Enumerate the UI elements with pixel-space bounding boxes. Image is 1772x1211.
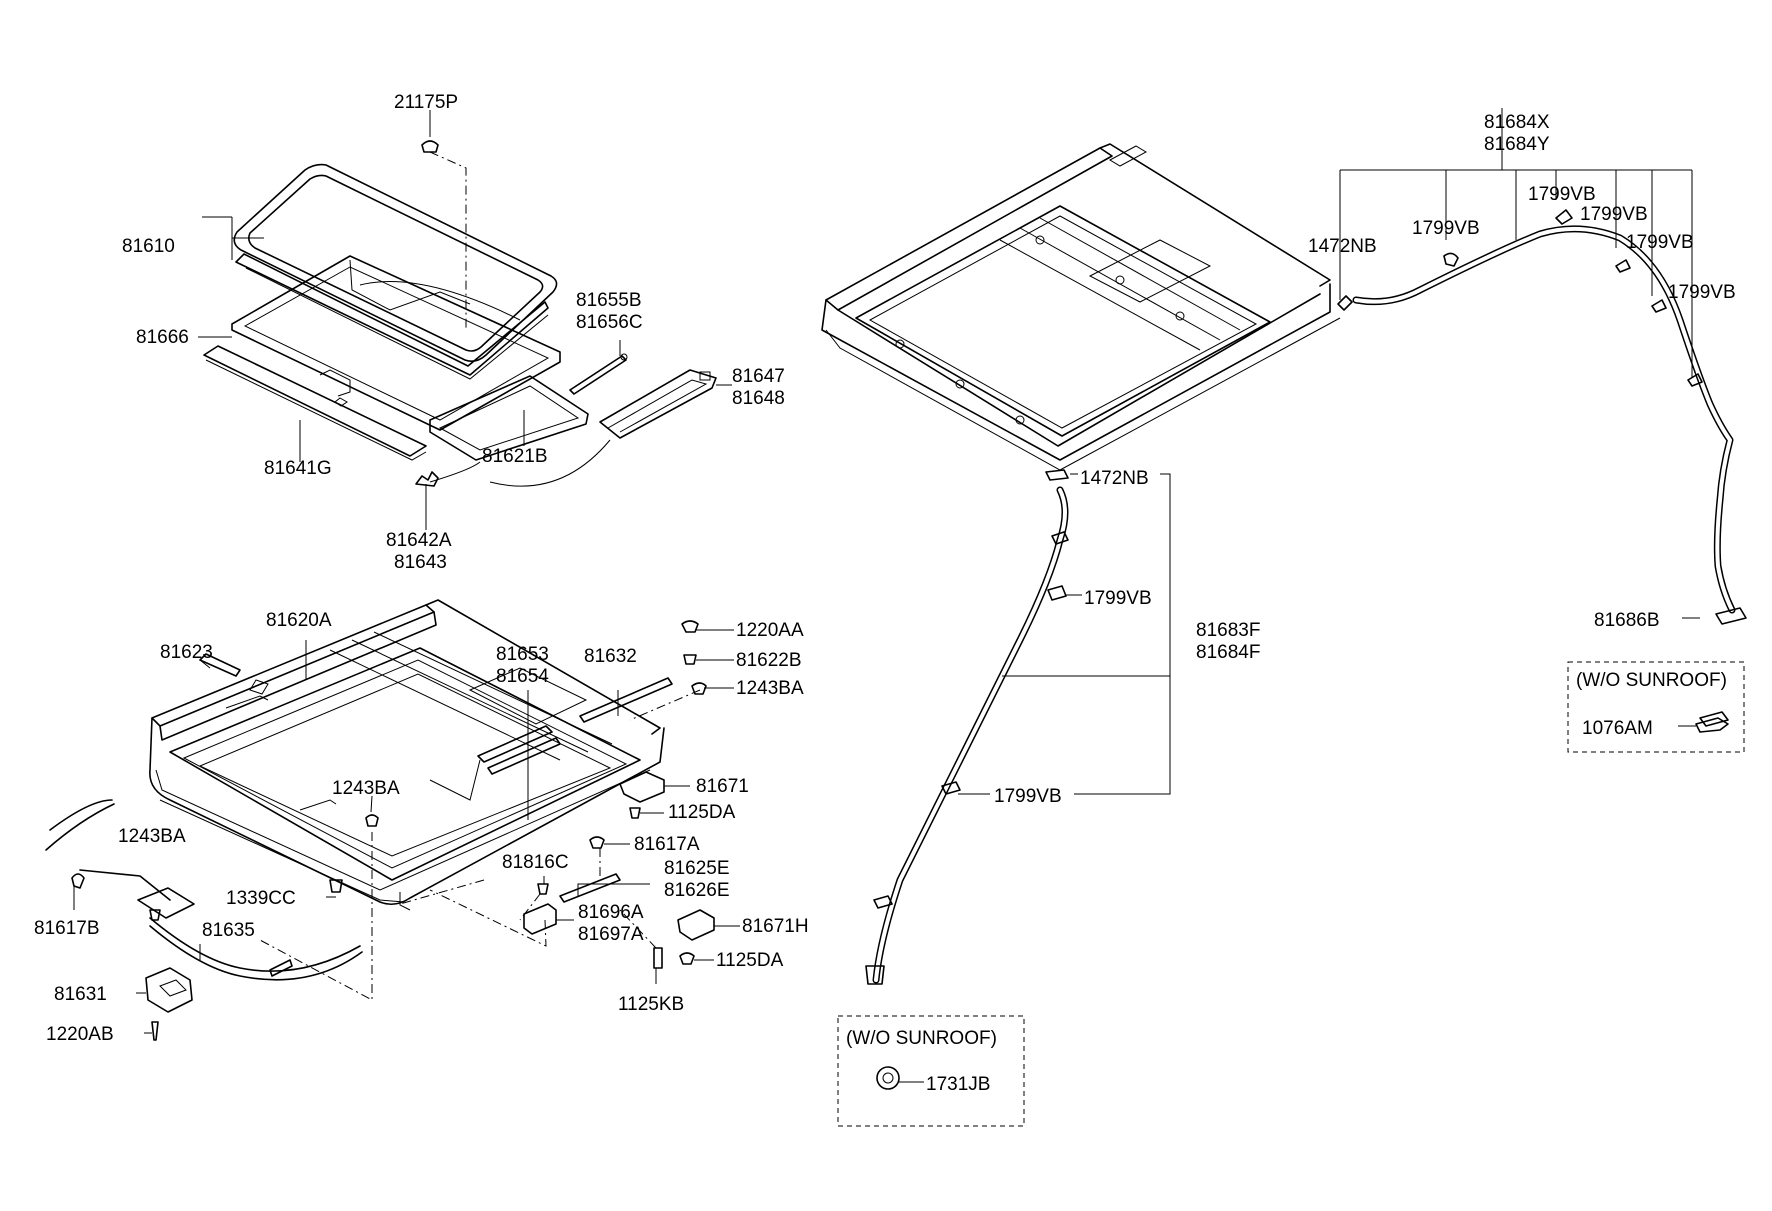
callout-wo-sunroof-bottom: (W/O SUNROOF) [846,1028,997,1049]
callout-1731JB: 1731JB [926,1074,990,1095]
callout-81635: 81635 [202,920,255,941]
callout-1799VB-e: 1799VB [1668,282,1736,303]
callout-81656C: 81656C [576,312,643,333]
wo-sunroof-plug [1695,717,1729,733]
callout-81617A: 81617A [634,834,700,855]
callout-labels: 21175P 81610 81666 81655B 81656C 81647 8… [34,92,1736,1095]
callout-1799VB-f: 1799VB [1084,588,1152,609]
sunroof-glass-assembly [203,140,717,487]
callout-1076AM: 1076AM [1582,718,1653,739]
callout-81641G: 81641G [264,458,332,479]
callout-81622B: 81622B [736,650,802,671]
callout-81671: 81671 [696,776,749,797]
callout-81621B: 81621B [482,446,548,467]
wo-sunroof-grommet [876,1066,900,1090]
callout-wo-sunroof-right: (W/O SUNROOF) [1576,670,1727,691]
callout-81684X: 81684X [1484,112,1550,133]
callout-81610: 81610 [122,236,175,257]
wo-sunroof-box-bottom [837,1015,1025,1127]
callout-1472NB-top: 1472NB [1308,236,1377,257]
callout-1799VB-g: 1799VB [994,786,1062,807]
callout-81671H: 81671H [742,916,809,937]
leader-lines [73,108,1700,1083]
callout-1799VB-d: 1799VB [1626,232,1694,253]
callout-81816C: 81816C [502,852,569,873]
callout-81620A: 81620A [266,610,332,631]
callout-1125KB: 1125KB [618,994,684,1015]
callout-1220AB: 1220AB [46,1024,114,1045]
callout-81655B: 81655B [576,290,642,311]
callout-81647: 81647 [732,366,785,387]
callout-81683F: 81683F [1196,620,1260,641]
callout-1125DA-top: 1125DA [668,802,736,823]
sunroof-frame-right [821,143,1341,471]
callout-81632: 81632 [584,646,637,667]
callout-81643: 81643 [394,552,447,573]
callout-1125DA-bottom: 1125DA [716,950,784,971]
callout-1472NB-mid: 1472NB [1080,468,1149,489]
wo-sunroof-box-right [1567,661,1745,753]
callout-81625E: 81625E [664,858,730,879]
callout-21175P: 21175P [394,92,458,113]
callout-1799VB-b: 1799VB [1412,218,1480,239]
callout-81686B: 81686B [1594,610,1660,631]
callout-81642A: 81642A [386,530,452,551]
callout-81617B: 81617B [34,918,100,939]
callout-1243BA-mid: 1243BA [332,778,400,799]
callout-81696A: 81696A [578,902,644,923]
callout-1220AA: 1220AA [736,620,804,641]
callout-1243BA-top: 1243BA [736,678,804,699]
callout-81684F: 81684F [1196,642,1260,663]
callout-81631: 81631 [54,984,107,1005]
callout-81654: 81654 [496,666,549,687]
callout-81666: 81666 [136,327,189,348]
front-drain-hose [865,469,1069,985]
rear-drain-hose [1337,209,1747,727]
callout-1799VB-a: 1799VB [1528,184,1596,205]
callout-1243BA-left: 1243BA [118,826,186,847]
callout-1339CC: 1339CC [226,888,296,909]
sunroof-frame-assembly [45,599,715,1041]
callout-81623: 81623 [160,642,213,663]
callout-1799VB-c: 1799VB [1580,204,1648,225]
callout-81653: 81653 [496,644,549,665]
callout-81648: 81648 [732,388,785,409]
callout-81697A: 81697A [578,924,644,945]
callout-81684Y: 81684Y [1484,134,1550,155]
callout-81626E: 81626E [664,880,730,901]
